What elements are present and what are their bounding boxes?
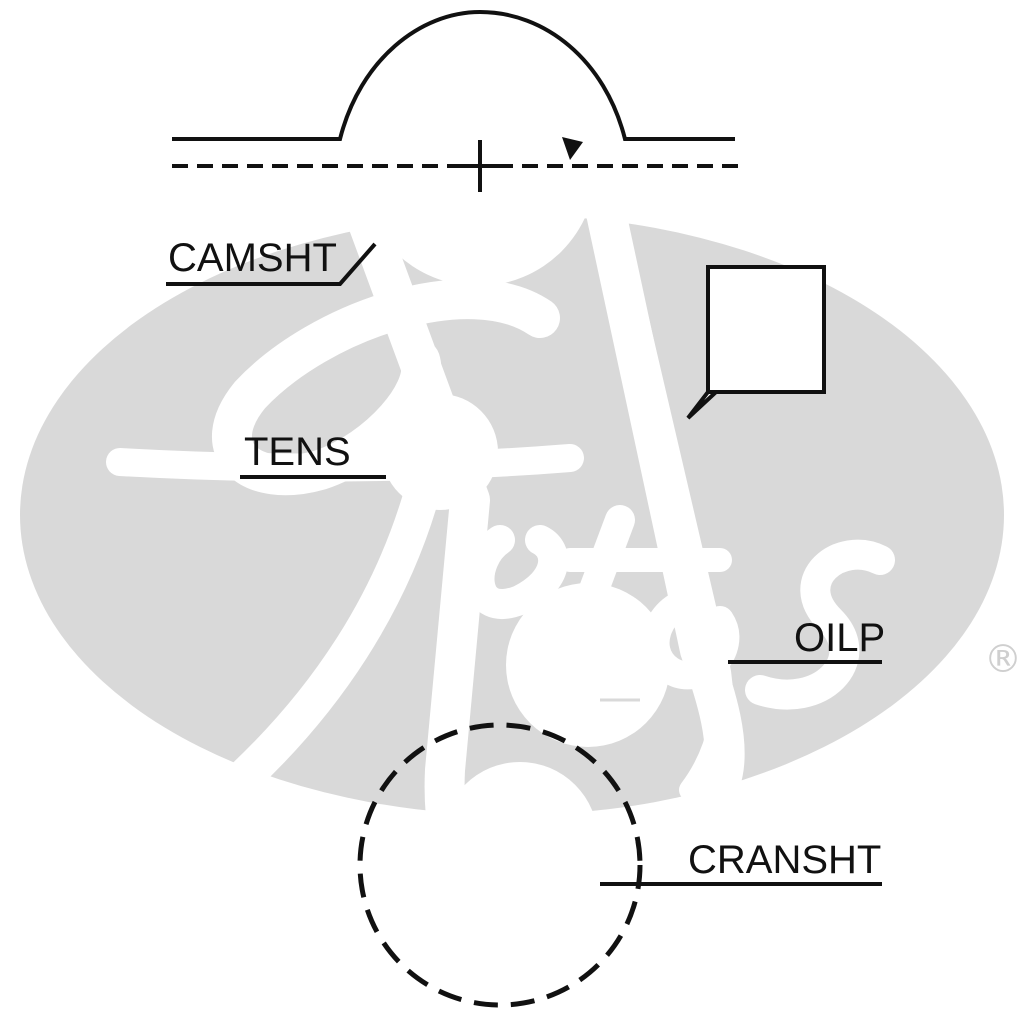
camshaft-sprocket <box>172 9 738 286</box>
registered-trademark-mark: ® <box>984 637 1022 681</box>
camshaft-label: CAMSHT <box>168 236 337 280</box>
tensioner-roller <box>382 394 498 510</box>
label-leaders <box>166 242 882 886</box>
crankshaft-dashed-outline <box>357 722 643 1008</box>
tensioner-label: TENS <box>244 430 351 474</box>
camshaft-leader-line <box>166 242 377 286</box>
water-pump-box <box>686 265 826 420</box>
crankshaft-sprocket <box>357 722 643 1008</box>
belt-outer-run <box>599 189 733 801</box>
rotation-arrow-icon <box>562 137 583 160</box>
tensioner-pulley <box>382 394 498 510</box>
oil-pump-label: OILP <box>794 616 886 660</box>
oil-pump-pulley <box>506 583 670 747</box>
box-body <box>706 265 826 394</box>
camshaft-cover-line <box>172 9 735 141</box>
oil-pump-sprocket <box>506 583 670 747</box>
crankshaft-label: CRANSHT <box>688 838 882 882</box>
crankshaft-pulley <box>442 762 598 918</box>
